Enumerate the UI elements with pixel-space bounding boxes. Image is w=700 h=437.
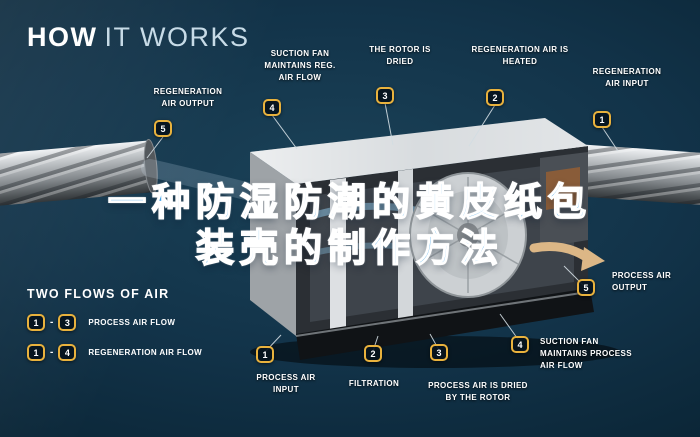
machine-base-edge [295, 291, 589, 337]
machine-base [296, 288, 594, 360]
machine-left-panel [250, 152, 296, 336]
rotor [409, 172, 527, 298]
callout-badge-regeneration-air-output: 5 [154, 120, 172, 137]
callout-label-regeneration-air-heated: REGENERATION AIR IS HEATED [471, 45, 569, 66]
duct-left [0, 138, 158, 207]
legend-badge-to-4: 4 [58, 344, 77, 361]
overlay-caption-line2: 装壳的制作方法 [195, 228, 504, 272]
callout-label-regeneration-air-input: REGENERATION AIR INPUT [592, 67, 662, 88]
callout-label-process-air-input: PROCESS AIR INPUT [256, 373, 316, 394]
callout-label-filtration: FILTRATION [348, 379, 400, 388]
legend-separator: - [50, 347, 54, 358]
callout-badge-regeneration-air-heated: 2 [486, 89, 504, 106]
overlay-caption-line1: 一种防湿防潮的黄皮纸包 [107, 181, 592, 225]
callout-label-process-air-dried: PROCESS AIR IS DRIED BY THE ROTOR [428, 381, 528, 402]
callout-badge-regeneration-air-input: 1 [593, 111, 611, 128]
callout-badge-process-air-output: 5 [577, 279, 595, 296]
legend-badge-from-1: 1 [27, 314, 45, 331]
legend-two-flows: TWO FLOWS OF AIR 1 - 3 PROCESS AIR FLOW … [27, 287, 202, 361]
callout-label-suction-fan-process: SUCTION FAN MAINTAINS PROCESS AIR FLOW [540, 337, 632, 370]
callout-label-regeneration-air-output: REGENERATION AIR OUTPUT [153, 87, 223, 108]
legend-badge-to-3: 3 [58, 314, 77, 331]
legend-row-process-air: 1 - 3 PROCESS AIR FLOW [27, 314, 202, 331]
callout-label-rotor-is-dried: THE ROTOR IS DRIED [369, 45, 431, 66]
legend-badge-from-1: 1 [27, 344, 45, 361]
machine-top-sheen [250, 118, 588, 184]
callout-badge-process-air-input: 1 [256, 346, 274, 363]
callout-badge-suction-fan-process: 4 [511, 336, 529, 353]
partition-panel [398, 169, 413, 323]
duct-right [558, 143, 700, 206]
callout-label-process-air-output: PROCESS AIR OUTPUT [612, 271, 672, 292]
legend-label-process-air-flow: PROCESS AIR FLOW [88, 318, 176, 327]
legend-separator: - [50, 317, 54, 328]
callout-badge-suction-fan-reg: 4 [263, 99, 281, 116]
partition-panel [330, 178, 346, 332]
callout-badge-process-air-dried: 3 [430, 344, 448, 361]
callout-badge-rotor-is-dried: 3 [376, 87, 394, 104]
legend-row-regeneration-air: 1 - 4 REGENERATION AIR FLOW [27, 344, 202, 361]
legend-label-regeneration-air-flow: REGENERATION AIR FLOW [88, 348, 203, 357]
callout-label-suction-fan-reg: SUCTION FAN MAINTAINS REG. AIR FLOW [264, 49, 336, 82]
callout-badge-filtration: 2 [364, 345, 382, 362]
heater-glow [546, 167, 580, 210]
process-air-output-arrow [529, 241, 605, 271]
title-words-it-works: IT WORKS [104, 22, 250, 52]
overlay-caption: 一种防湿防潮的黄皮纸包 装壳的制作方法 [0, 180, 700, 273]
legend-heading: TWO FLOWS OF AIR [27, 287, 170, 301]
title-word-how: HOW [27, 22, 98, 52]
